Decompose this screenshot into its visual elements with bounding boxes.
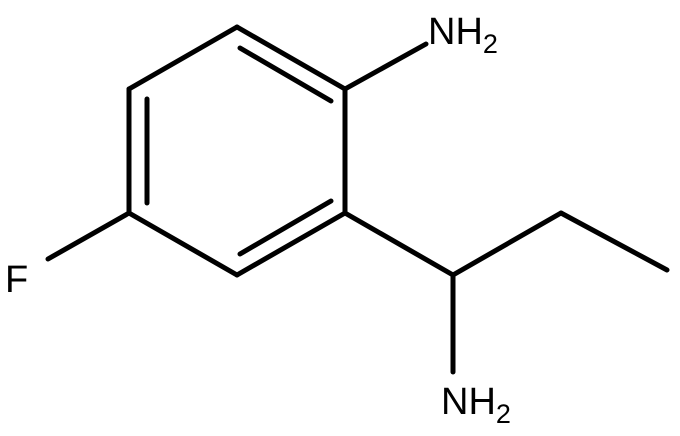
- bond-ch-to-ch2: [450, 210, 564, 278]
- amine-bottom-subscript: 2: [496, 399, 511, 429]
- bond-ring-to-amine-top: [342, 41, 429, 92]
- ring-bond-c6-c1: [126, 24, 240, 92]
- fluorine-main: F: [5, 259, 28, 301]
- amine-bottom-main: NH: [441, 381, 496, 423]
- ring-bond-c1-c2: [234, 24, 348, 92]
- amine-top-subscript: 2: [483, 29, 498, 59]
- bond-ring-to-fluorine: [45, 210, 132, 262]
- amine-bottom-label: NH2: [441, 381, 511, 429]
- amine-top-label: NH2: [428, 11, 498, 59]
- fluorine-label: F: [5, 259, 28, 301]
- ring-bond-c4-c5: [126, 210, 240, 278]
- ring-bond-c3-c4-inner: [237, 198, 334, 257]
- ring-bond-c3-c4: [234, 210, 348, 278]
- ring-bond-c1-c2-inner: [237, 45, 334, 104]
- benzene-ring: [126, 24, 348, 278]
- bond-ch2-to-ch3: [558, 210, 670, 273]
- amine-top-main: NH: [428, 11, 483, 53]
- bond-ring-to-ch: [342, 210, 456, 278]
